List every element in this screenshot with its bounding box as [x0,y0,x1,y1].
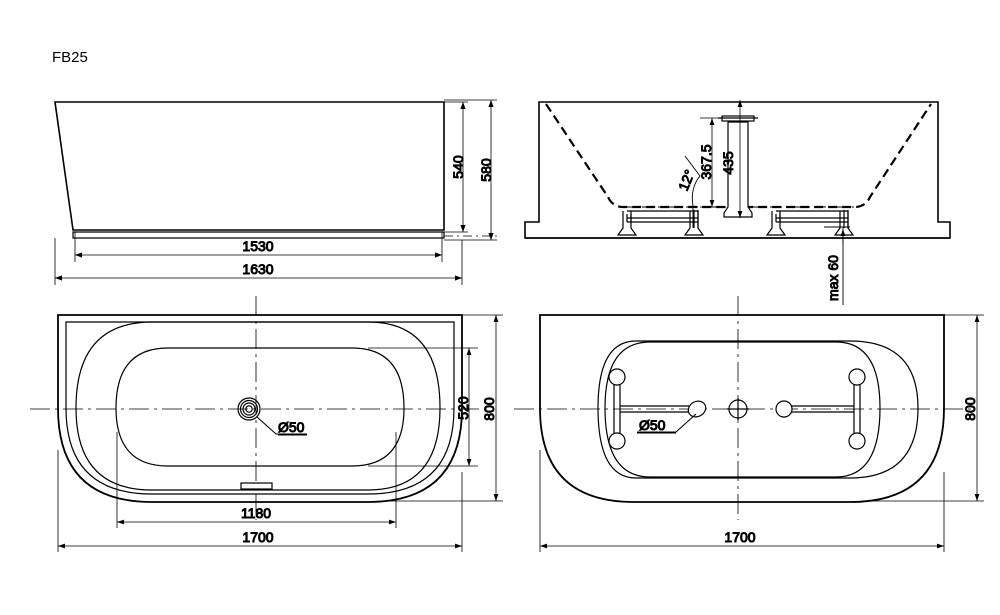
frame-dim-overall-width-800 [862,314,984,502]
model-label: FB25 [52,49,88,66]
top-plan-view: Ø50 520 800 [30,296,503,552]
front-elevation-view: 540 580 1530 1630 [54,99,500,285]
dim-inner-width-520 [368,347,478,467]
dim-height-580 [444,99,497,241]
plan-outer-rim [57,314,463,503]
dim-inner-depth-367-5 [700,117,722,208]
dim-width-1530 [74,232,443,262]
angle-annotation-leader [684,155,701,228]
dim-label-1180: 1180 [241,505,271,521]
dim-height-540 [444,101,468,233]
frame-dim-label-1700: 1700 [724,529,755,545]
frame-right-support [775,368,866,450]
callout-underlines [278,432,676,436]
dim-inner-length-1180 [116,432,397,528]
section-support-frame [626,210,849,228]
section-waste-body [723,117,753,218]
dim-label-435: 435 [720,151,736,175]
elevation-base-plinth [72,231,445,239]
dim-label-max60: max 60 [825,255,841,301]
section-legs [616,211,855,236]
plan-inner-rim [65,321,455,495]
dim-label-800-plan: 800 [481,397,497,421]
dim-label-580: 580 [478,158,494,182]
elevation-body-outline [54,101,445,231]
callout-label-diameter-50: Ø50 [278,419,305,435]
plan-overflow-slot [240,482,273,490]
cross-section-view: 12° 367.5 435 max 60 [524,100,951,305]
dim-label-540: 540 [450,155,466,179]
frame-centre-waste [727,398,749,420]
plan-waste-outlet [237,397,261,421]
frame-plan-outer-rim [539,314,945,503]
frame-waste-leader [637,413,697,433]
dim-label-1700-plan: 1700 [242,529,273,545]
frame-callout-label-diameter-50: Ø50 [639,417,666,433]
dim-overall-length-1700 [57,450,463,552]
plan-bowl-outline [75,321,441,491]
plan-waste-leader [256,416,307,435]
dim-width-1630 [54,238,463,285]
plan-bowl-base-outline [115,347,405,467]
dim-label-1530: 1530 [242,238,273,254]
dim-label-520: 520 [455,396,471,420]
frame-plan-bowl-outline [597,340,919,479]
dim-foot-adjust-max60 [824,226,850,305]
dim-label-367-5: 367.5 [698,144,714,179]
underside-frame-plan-view: Ø50 800 1700 [514,296,984,552]
dim-overall-width-800 [380,314,503,502]
dim-label-1630: 1630 [242,261,273,277]
frame-dim-label-800: 800 [962,397,978,421]
dim-waste-height-435 [737,100,743,218]
section-waste-flange [718,115,758,122]
frame-dim-overall-length-1700 [539,450,945,552]
frame-left-support [608,368,707,450]
